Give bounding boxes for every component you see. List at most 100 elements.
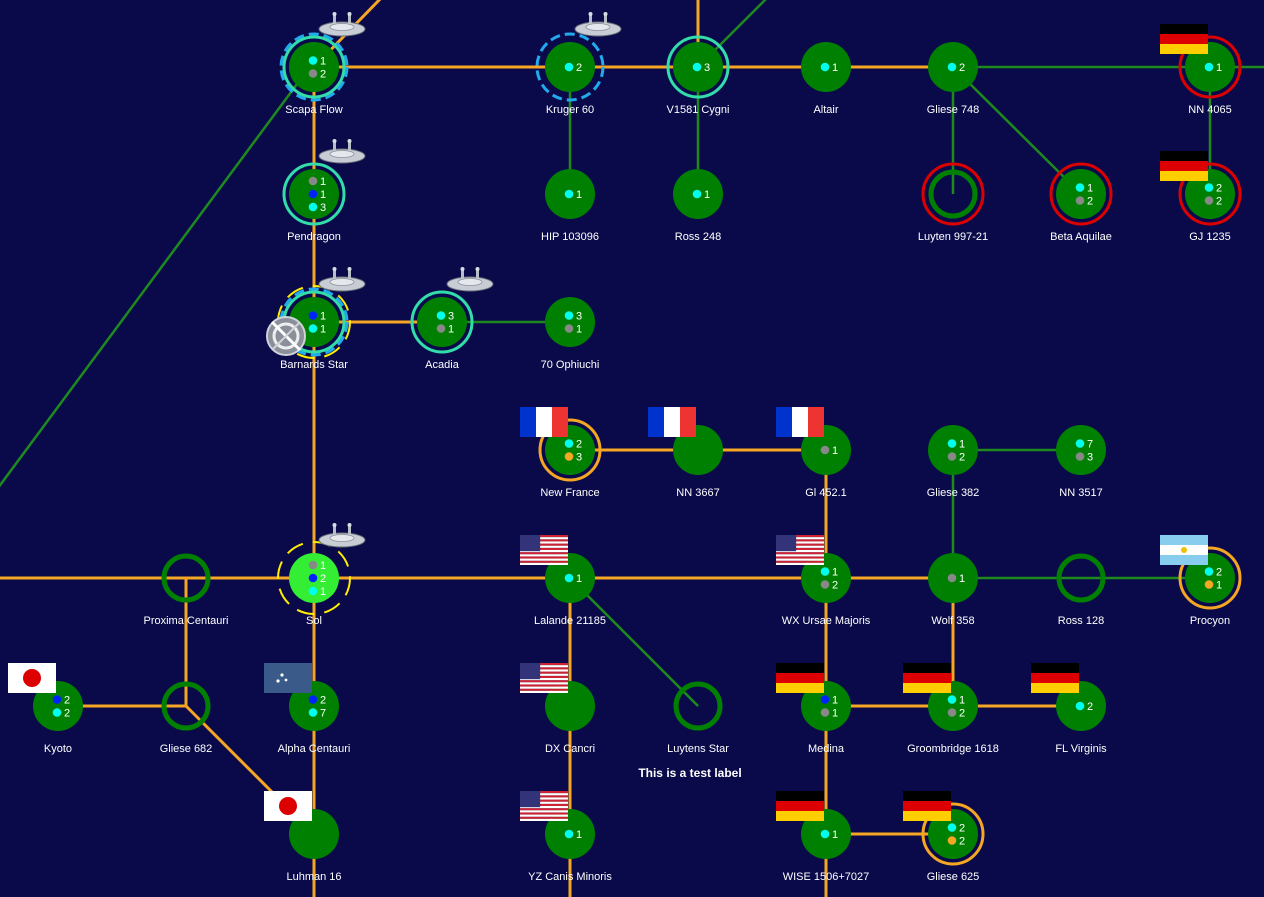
system-node[interactable] [161,553,211,603]
system-dxcancri[interactable]: DX Cancri [520,663,595,755]
system-gl4521[interactable]: 1Gl 452.1 [776,407,851,499]
system-node[interactable] [801,681,851,731]
space-station-icon[interactable] [266,316,306,356]
starship-icon[interactable] [318,267,366,292]
starship-icon[interactable] [318,139,366,164]
system-node[interactable] [1056,169,1106,219]
system-luhman16[interactable]: Luhman 16 [264,791,342,883]
starship-icon[interactable] [574,12,622,37]
system-node[interactable] [928,681,978,731]
starship-icon[interactable] [318,12,366,37]
system-node[interactable] [545,681,595,731]
system-node[interactable] [161,681,211,731]
system-node[interactable] [1185,169,1235,219]
starship-icon[interactable] [318,523,366,548]
grey-dot-icon [436,324,446,333]
flag-japan-icon [264,791,312,821]
system-flvir[interactable]: 2FL Virginis [1031,663,1107,755]
dot-count: 3 [448,311,454,323]
system-nn3667[interactable]: NN 3667 [648,407,723,499]
system-node[interactable] [289,809,339,859]
system-yzcmi[interactable]: 1YZ Canis Minoris [520,791,612,883]
dot-count: 1 [832,708,838,720]
system-node[interactable] [289,681,339,731]
system-node[interactable] [33,681,83,731]
dot-count: 1 [320,176,326,188]
system-node[interactable] [673,681,723,731]
system-ross128[interactable]: Ross 128 [1056,553,1106,627]
dot-count: 2 [320,695,326,707]
system-proxima[interactable]: Proxima Centauri [144,553,229,627]
dot-count: 1 [576,189,582,201]
cyan-dot-icon [52,708,62,717]
flag-germany-icon [903,663,951,693]
grey-dot-icon [1204,196,1214,205]
yellow-ring [277,541,351,615]
system-nn4065[interactable]: 1NN 4065 [1160,24,1242,116]
system-node[interactable] [928,169,978,219]
system-node[interactable] [1056,425,1106,475]
grey-dot-icon [820,445,830,455]
system-name: Pendragon [287,231,341,243]
blue-dot-icon [52,695,62,704]
flag-nz-icon [264,663,312,693]
dot-count: 1 [1216,62,1222,74]
system-node[interactable] [673,425,723,475]
system-node[interactable] [801,553,851,603]
system-node[interactable] [1056,553,1106,603]
cyan-dot-icon [947,823,957,832]
system-name: Luyten 997-21 [918,231,988,243]
cyan-dot-icon [308,324,318,333]
system-node[interactable] [545,425,595,475]
system-name: GJ 1235 [1189,231,1231,243]
lane [0,79,302,488]
dot-count: 1 [832,445,838,457]
dot-count: 2 [1216,567,1222,579]
system-node[interactable] [545,297,595,347]
system-node[interactable] [928,425,978,475]
dot-count: 1 [959,573,965,585]
orange-dot-icon [1204,580,1214,589]
dot-count: 1 [704,189,710,201]
system-node[interactable] [928,809,978,859]
system-g682[interactable]: Gliese 682 [160,681,213,755]
system-luytens[interactable]: Luytens Star [667,681,729,755]
system-node[interactable] [417,297,467,347]
system-node[interactable] [289,42,339,92]
system-luyten997[interactable]: Luyten 997-21 [918,162,988,243]
system-node[interactable] [1185,553,1235,603]
dot-count: 7 [1087,439,1093,451]
system-name: NN 3517 [1059,487,1102,499]
cyan-dot-icon [564,573,574,583]
starship-icon[interactable] [446,267,494,292]
